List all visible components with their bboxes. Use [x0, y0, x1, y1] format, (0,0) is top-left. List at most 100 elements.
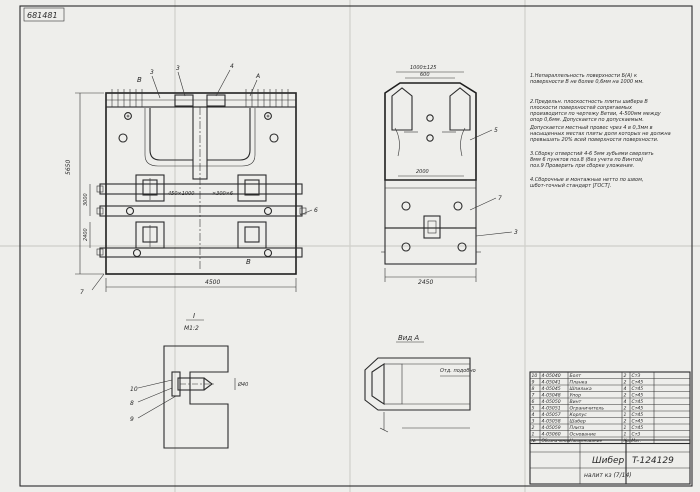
svg-text:9: 9 [130, 416, 134, 423]
bom-cell-name: Планка [570, 380, 588, 386]
bom-cell-code: 4-05057 [542, 412, 561, 418]
svg-text:1.Непараллельность поверхности: 1.Непараллельность поверхности Б(А) кпов… [530, 73, 644, 85]
svg-text:B: B [246, 258, 251, 266]
svg-text:1000±125: 1000±125 [410, 65, 436, 71]
svg-text:4: 4 [230, 63, 234, 70]
view-a-detail: Вид A Отд. подобно [364, 334, 476, 433]
bom-cell-code: 4-05059 [542, 425, 561, 431]
bom-cell-n: 8 [532, 386, 535, 392]
bom-cell-code: 4-05048 [542, 393, 561, 399]
bom-cell-n: 5 [532, 406, 535, 412]
svg-text:5: 5 [494, 127, 498, 134]
bom-cell-qty: 1 [624, 432, 627, 438]
svg-text:3: 3 [176, 65, 180, 72]
svg-text:3000: 3000 [83, 193, 89, 206]
bom-cell-qty: 1 [624, 412, 627, 418]
svg-text:8: 8 [130, 400, 134, 407]
bom-cell-mat: Ст45 [632, 380, 644, 386]
section-detail-i: I M1:2 Ø40 10 8 9 [130, 312, 248, 449]
bom-cell-qty: 1 [624, 425, 627, 431]
bom-cell-code: 4-05050 [542, 399, 561, 405]
bom-cell-mat: СтЗ [632, 373, 641, 379]
svg-text:Отд. подобно: Отд. подобно [440, 368, 476, 374]
svg-text:4500: 4500 [205, 279, 220, 286]
bom-cell-mat: Ст45 [632, 419, 644, 425]
svg-text:7: 7 [80, 289, 84, 296]
svg-text:Допускается местный провес чре: Допускается местный провес чрез 4 в 0,3м… [529, 125, 671, 143]
clamp-block-lower-right [237, 221, 267, 249]
svg-text:681481: 681481 [27, 11, 58, 20]
bom-cell-n: 9 [532, 380, 535, 386]
bom-cell-code: 4-05051 [542, 406, 561, 412]
bom-cell-name: Основание [570, 432, 596, 438]
svg-text:7: 7 [498, 195, 502, 202]
svg-text:A: A [255, 73, 260, 80]
drawing-subtitle: налит кз (7/14) [584, 472, 632, 479]
side-view: 2450 2000 1000±125 600 5 7 3 [381, 65, 518, 286]
clamp-block-upper-left [135, 174, 165, 202]
bom-cell-name: Болт [570, 373, 582, 379]
bom-cell-mat: Ст45 [632, 386, 644, 392]
bom-cell-code: 4-05045 [542, 386, 561, 392]
bom-cell-n: 6 [532, 399, 535, 405]
bom-cell-code: 4-05060 [542, 432, 561, 438]
bom-cell-mat: Ст45 [632, 393, 644, 399]
clamp-block-upper-right [237, 174, 267, 202]
svg-text:5650: 5650 [65, 160, 72, 175]
svg-text:×300×6: ×300×6 [212, 191, 233, 197]
bom-cell-name: Винт [570, 399, 582, 405]
bom-cell-mat: Ст3 [632, 432, 641, 438]
bom-cell-qty: 2 [624, 419, 627, 425]
bom-cell-code: 4-05058 [542, 419, 561, 425]
bom-cell-n: 2 [532, 425, 535, 431]
svg-text:3: 3 [514, 229, 518, 236]
bom-cell-qty: 4 [624, 386, 627, 392]
svg-text:4.Сборочные и монтажные нетто: 4.Сборочные и монтажные нетто по швом,шб… [530, 177, 643, 189]
bom-cell-n: 7 [532, 393, 535, 399]
svg-text:B: B [137, 76, 142, 84]
bom-cell-code: 4-05041 [542, 380, 561, 386]
sheet-border [19, 5, 693, 487]
svg-text:600: 600 [420, 72, 430, 78]
svg-text:10: 10 [130, 386, 138, 393]
bom-cell-qty: 2 [624, 380, 627, 386]
svg-text:2450: 2450 [418, 279, 433, 286]
bom-cell-qty: 2 [624, 393, 627, 399]
svg-text:6: 6 [314, 207, 318, 214]
bom-cell-mat: Ст45 [632, 425, 644, 431]
svg-text:Ø40: Ø40 [237, 381, 248, 388]
svg-text:Вид A: Вид A [398, 334, 419, 342]
bom-cell-n: 10 [532, 373, 538, 379]
bom-cell-qty: 2 [624, 373, 627, 379]
drawing-title: Шибер [592, 456, 625, 466]
svg-text:2400: 2400 [83, 228, 89, 241]
bom-cell-name: Шпилька [570, 386, 592, 392]
bom-cell-name: Упор [570, 393, 582, 399]
clamp-block-lower-left [135, 221, 165, 249]
bom-cell-name: Плита [570, 425, 585, 431]
bom-cell-qty: 4 [624, 399, 627, 405]
svg-text:M1:2: M1:2 [184, 325, 199, 332]
bom-cell-qty: 2 [624, 406, 627, 412]
bom-cell-mat: Ст45 [632, 406, 644, 412]
title-block: Шибер налит кз (7/14) T-124129 [529, 439, 691, 485]
svg-text:3.Сборку отверстий 4-6 5мм зуб: 3.Сборку отверстий 4-6 5мм зубьями сверл… [530, 151, 654, 169]
bom-cell-name: Ограничитель [570, 406, 605, 412]
svg-text:450×1000: 450×1000 [168, 191, 194, 197]
bom-cell-name: Корпус [570, 412, 588, 418]
front-view: 4500 5650 3000 2400 450×1000 ×300×6 B B … [65, 63, 318, 296]
svg-text:2000: 2000 [416, 169, 429, 175]
svg-text:2.Предельн. плоскостность плит: 2.Предельн. плоскостность плиты шибера В… [530, 99, 662, 123]
bom-cell-n: 3 [532, 419, 535, 425]
svg-text:I: I [193, 312, 195, 320]
bom-cell-mat: Ст45 [632, 399, 644, 405]
bom-cell-n: 4 [532, 412, 535, 418]
bom-cell-name: Шабер [570, 419, 586, 425]
bom-cell-mat: Ст45 [632, 412, 644, 418]
bom-cell-n: 1 [532, 432, 535, 438]
bom-cell-code: 4-05040 [542, 373, 561, 379]
archive-stamp: 681481 [23, 7, 65, 22]
